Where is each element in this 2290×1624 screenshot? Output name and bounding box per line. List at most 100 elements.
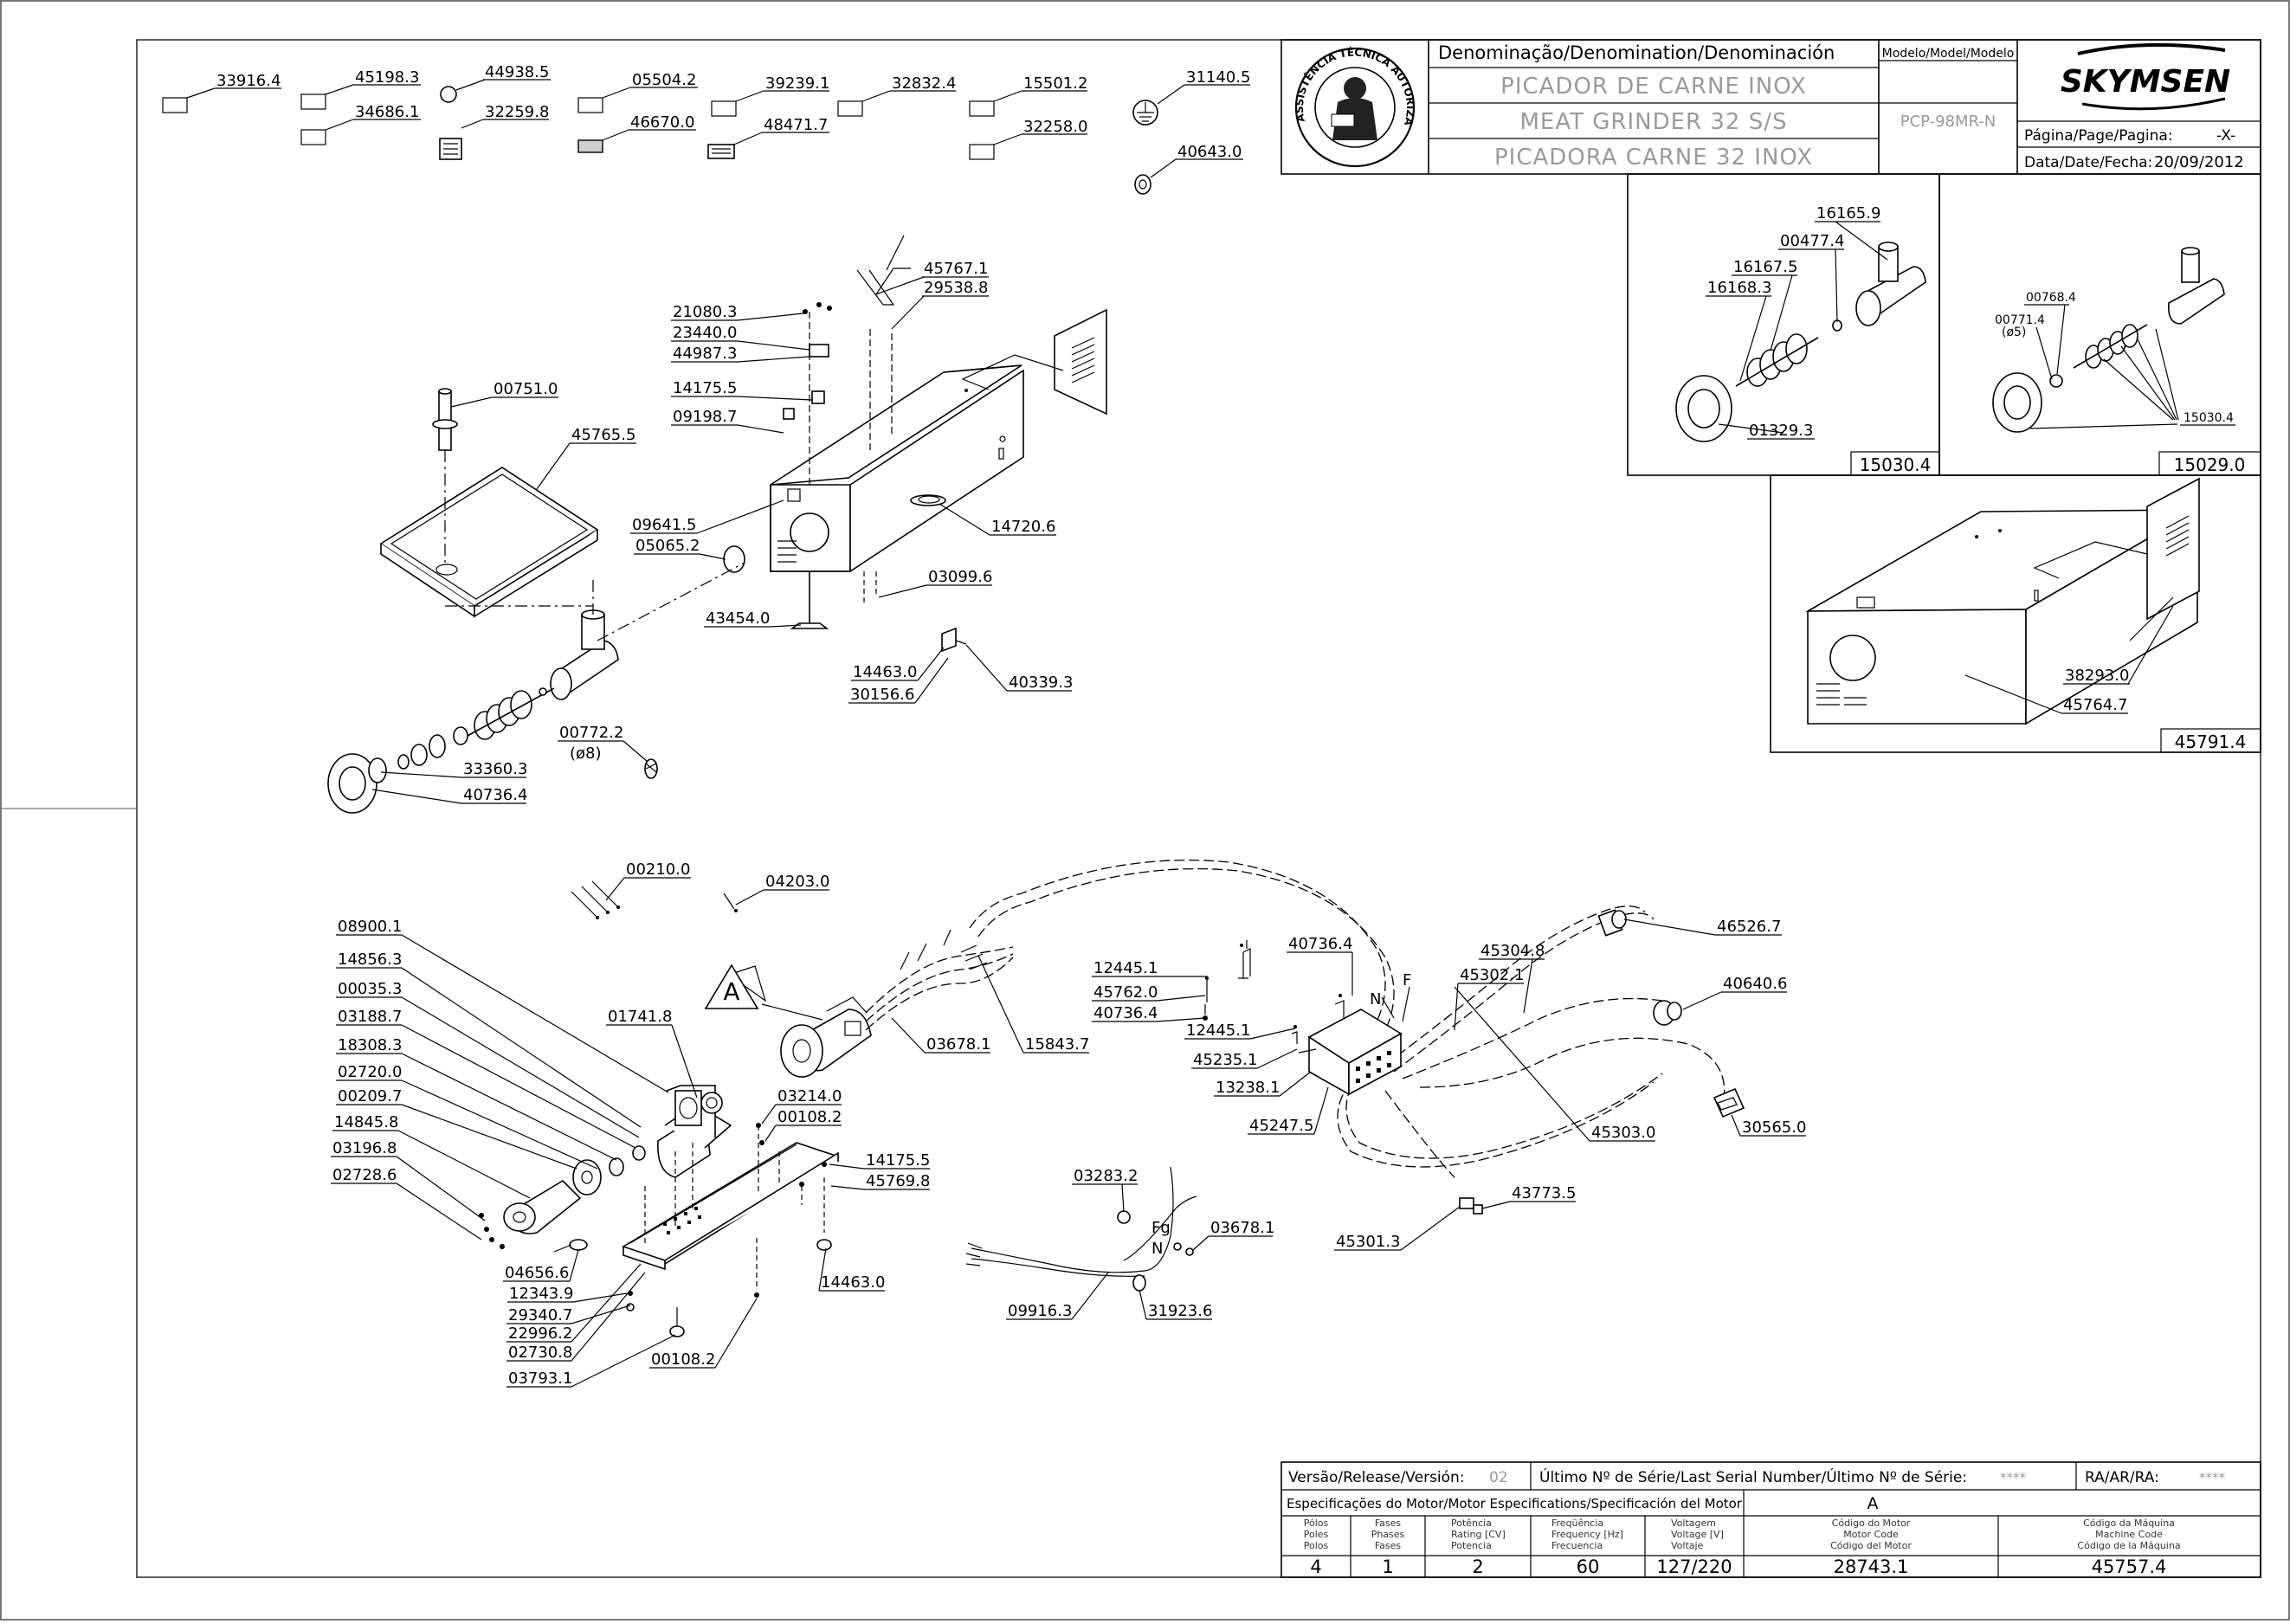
label-03196-8: 03196.8 (332, 1139, 397, 1157)
label-40643-0: 40643.0 (1177, 143, 1242, 161)
machine-code-value: 45757.4 (2092, 1556, 2167, 1577)
phases-value: 1 (1382, 1556, 1393, 1577)
label-40339-3: 40339.3 (1009, 673, 1073, 692)
svg-text:Fases: Fases (1375, 1540, 1402, 1551)
label-43454-0: 43454.0 (706, 609, 770, 628)
indicator-40640 (1653, 1000, 1682, 1026)
wire-label-n-terminal: N (1370, 990, 1381, 1009)
power-value: 2 (1472, 1556, 1483, 1577)
label-40736-4-ring: 40736.4 (463, 786, 527, 804)
label-45764-7: 45764.7 (2063, 696, 2127, 714)
part-48471-7 (707, 144, 735, 159)
label-15843-7: 15843.7 (1025, 1035, 1089, 1054)
inset-housing-variant: 45791.4 38293.0 45764.7 (1770, 474, 2261, 753)
switch-46526 (1597, 909, 1627, 937)
label-09916-3: 09916.3 (1008, 1302, 1072, 1320)
svg-text:Código do Motor: Código do Motor (1832, 1518, 1911, 1529)
label-09198-7: 09198.7 (673, 408, 737, 426)
label-00210-0: 00210.0 (626, 860, 690, 879)
label-03214-0: 03214.0 (777, 1087, 842, 1105)
label-00771-diameter: (ø5) (2002, 325, 2026, 339)
label-46670-0: 46670.0 (630, 113, 694, 132)
svg-text:SKYMSEN: SKYMSEN (2061, 64, 2230, 100)
label-45301-3: 45301.3 (1336, 1233, 1400, 1251)
label-29538-8: 29538.8 (924, 279, 988, 297)
motor-marker-letter: A (723, 977, 739, 1006)
electrical-labels: 12445.1 45762.0 40736.4 40736.4 12445.1 … (1006, 918, 1806, 1320)
main-housing-assembly (327, 235, 1107, 814)
svg-text:Código de la Máquina: Código de la Máquina (2077, 1540, 2180, 1551)
wire-label-f-terminal: F (1403, 971, 1411, 989)
model-code: PCP-98MR-N (1900, 113, 1996, 131)
serial-label: Último Nº de Série/Last Serial Number/Úl… (1539, 1467, 1967, 1486)
svg-text:Freqüência: Freqüência (1551, 1518, 1603, 1529)
label-12445-1-top: 12445.1 (1093, 959, 1158, 977)
label-45767-1: 45767.1 (924, 260, 988, 278)
label-12343-9: 12343.9 (509, 1285, 573, 1303)
label-00768-4: 00768.4 (2026, 291, 2076, 305)
label-45765-5: 45765.5 (571, 426, 635, 444)
label-00772-2: 00772.2 (559, 724, 623, 742)
motor-base-labels: 00210.0 04203.0 08900.1 14856.3 00035.3 … (331, 860, 1089, 1388)
svg-text:Poles: Poles (1304, 1529, 1329, 1540)
part-45198-3 (300, 93, 326, 110)
label-03099-6: 03099.6 (928, 568, 992, 586)
label-02720-0: 02720.0 (338, 1063, 402, 1081)
motor-base-assembly: A (503, 880, 1014, 1337)
label-15501-2: 15501.2 (1023, 74, 1087, 93)
part-33916-4 (162, 97, 188, 113)
label-31923-6: 31923.6 (1148, 1302, 1212, 1320)
model-heading: Modelo/Model/Modelo (1882, 47, 2015, 61)
svg-text:Phases: Phases (1371, 1529, 1405, 1540)
label-04656-6: 04656.6 (505, 1264, 569, 1282)
label-14463-0-base: 14463.0 (821, 1273, 885, 1292)
label-16168-3: 16168.3 (1707, 279, 1771, 297)
label-00209-7: 00209.7 (338, 1087, 402, 1105)
part-40643-0 (1134, 174, 1151, 195)
svg-text:Polos: Polos (1304, 1540, 1329, 1551)
label-32832-4: 32832.4 (892, 74, 956, 93)
label-45769-8: 45769.8 (866, 1172, 930, 1190)
ra-value: **** (2199, 1470, 2226, 1485)
motor-marker-triangle (704, 963, 759, 1009)
label-03678-1-motor: 03678.1 (926, 1035, 990, 1054)
drawing-border (136, 39, 2261, 1578)
label-09641-5: 09641.5 (632, 516, 696, 534)
denomination-heading: Denominação/Denomination/Denominación (1438, 42, 1835, 63)
seal-text: ASSISTÊNCIA TÉCNICA AUTORIZADA (0, 0, 1416, 127)
label-40736-4-right: 40736.4 (1288, 935, 1352, 953)
label-00751-0: 00751.0 (493, 380, 558, 398)
date-label: Data/Date/Fecha: (2024, 154, 2152, 171)
part-44938-5 (440, 86, 457, 103)
label-12445-1-lower: 12445.1 (1186, 1021, 1250, 1040)
svg-text:Voltaje: Voltaje (1671, 1540, 1704, 1551)
ground-icon (1132, 100, 1158, 126)
label-40640-6: 40640.6 (1723, 975, 1787, 993)
label-45235-1: 45235.1 (1193, 1051, 1257, 1069)
label-15030-4-inset: 15030.4 (2184, 411, 2234, 425)
label-14463-0-top: 14463.0 (853, 663, 917, 681)
grinder-head (550, 609, 619, 700)
inset3-code: 45791.4 (2175, 731, 2247, 752)
svg-text:Potência: Potência (1451, 1518, 1492, 1529)
part-39239-1 (711, 100, 737, 117)
label-00035-3: 00035.3 (338, 980, 402, 998)
label-01329-3: 01329.3 (1749, 422, 1813, 440)
label-45762-0: 45762.0 (1093, 983, 1158, 1002)
svg-text:Frequency [Hz]: Frequency [Hz] (1551, 1529, 1623, 1540)
frequency-value: 60 (1577, 1556, 1600, 1577)
label-44987-3: 44987.3 (673, 345, 737, 363)
svg-text:Fases: Fases (1375, 1518, 1402, 1529)
inset1-code: 15030.4 (1860, 454, 1932, 475)
base-plate (622, 1142, 840, 1271)
label-14845-8: 14845.8 (334, 1113, 398, 1131)
ra-label: RA/AR/RA: (2085, 1469, 2159, 1486)
page-value: -X- (2216, 127, 2235, 145)
label-30156-6: 30156.6 (850, 686, 914, 704)
connector-43773 (1459, 1197, 1483, 1215)
label-03283-2: 03283.2 (1074, 1167, 1138, 1185)
housing-labels: 45767.1 29538.8 21080.3 23440.0 44987.3 … (371, 260, 1073, 804)
label-05065-2: 05065.2 (635, 537, 700, 555)
